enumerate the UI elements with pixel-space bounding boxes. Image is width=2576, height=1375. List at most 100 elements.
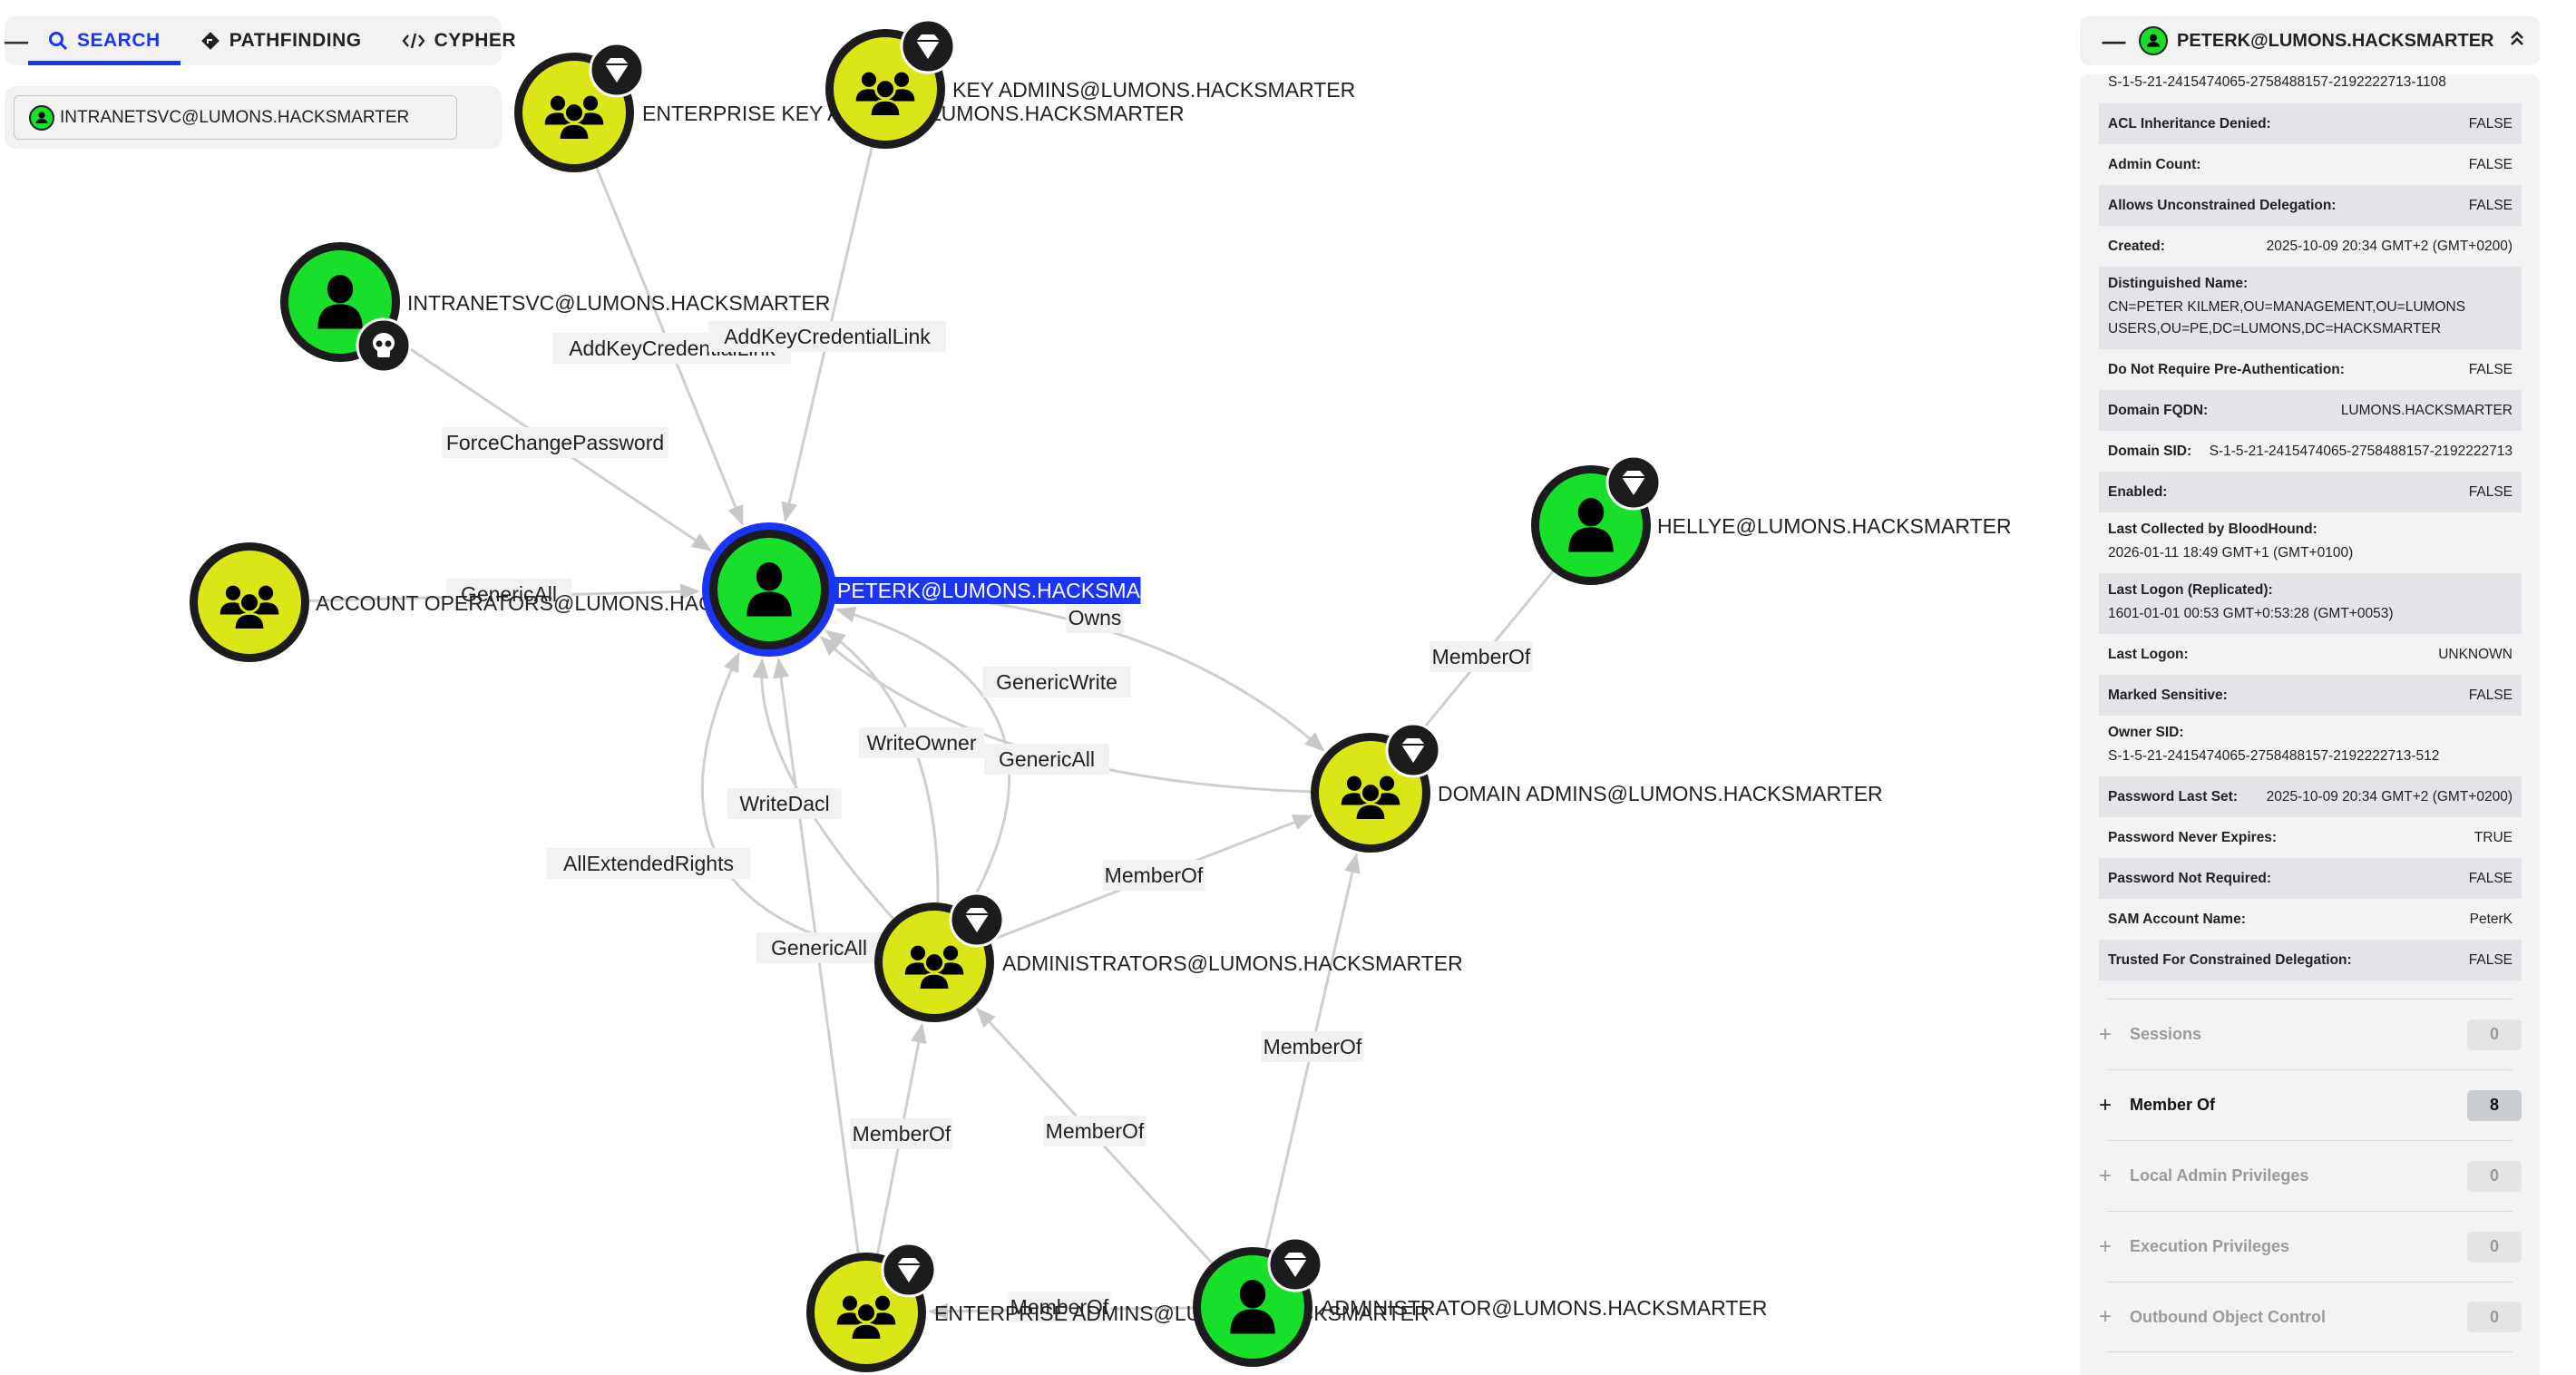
edge-label-bg [850, 1118, 953, 1149]
edge-label[interactable]: MemberOf [1010, 1295, 1109, 1319]
group-icon [544, 95, 604, 141]
node-da[interactable]: DOMAIN ADMINS@LUMONS.HACKSMARTER [1311, 722, 1883, 853]
minimize-panel-button[interactable]: — [2102, 26, 2126, 54]
tab-pathfinding[interactable]: PATHFINDING [181, 16, 382, 65]
property-key: Last Logon: [2108, 646, 2189, 662]
group-icon [1341, 775, 1400, 822]
node-ka[interactable]: KEY ADMINS@LUMONS.HACKSMARTER [825, 18, 1355, 149]
edge-label[interactable]: GenericAll [461, 582, 557, 606]
edge-label[interactable]: MemberOf [853, 1122, 951, 1146]
edge-label[interactable]: MemberOf [1432, 645, 1531, 668]
entity-panel-body[interactable]: S-1-5-21-2415474065-2758488157-219222271… [2080, 74, 2540, 1375]
section-label: Execution Privileges [2130, 1237, 2290, 1255]
expand-icon: + [2099, 1021, 2113, 1047]
edge-label[interactable]: AddKeyCredentialLink [724, 325, 931, 348]
node-intranetsvc[interactable]: INTRANETSVC@LUMONS.HACKSMARTER [280, 242, 830, 374]
node-label[interactable]: DOMAIN ADMINS@LUMONS.HACKSMARTER [1438, 782, 1883, 805]
gem-icon [1605, 454, 1662, 511]
node-label[interactable]: ADMINISTRATOR@LUMONS.HACKSMARTER [1321, 1296, 1767, 1320]
edge-label[interactable]: GenericWrite [996, 670, 1117, 694]
property-row: Password Last Set:2025-10-09 20:34 GMT+2… [2099, 776, 2522, 817]
edge-label[interactable]: GenericAll [999, 747, 1095, 771]
edge-addkeycredentiallink[interactable] [781, 88, 887, 522]
property-key: Admin Count: [2108, 156, 2201, 172]
edge-label[interactable]: WriteOwner [867, 731, 977, 755]
node-label[interactable]: PETERK@LUMONS.HACKSMARTER [837, 579, 1196, 602]
property-value: CN=PETER KILMER,OU=MANAGEMENT,OU=LUMONS … [2108, 299, 2466, 336]
property-row: Distinguished Name:CN=PETER KILMER,OU=MA… [2099, 267, 2522, 349]
edge-label-bg [1102, 860, 1205, 891]
edge-label[interactable]: MemberOf [1105, 863, 1204, 887]
node-administrator[interactable]: ADMINISTRATOR@LUMONS.HACKSMARTER [1193, 1236, 1767, 1367]
edge-label[interactable]: Owns [1068, 606, 1122, 629]
collapse-all-button[interactable] [2494, 29, 2540, 53]
node-hellye[interactable]: HELLYE@LUMONS.HACKSMARTER [1531, 454, 2012, 585]
user-icon [1230, 1280, 1275, 1334]
user-icon [29, 104, 54, 131]
expand-icon: + [2099, 1234, 2113, 1259]
node-label[interactable]: ADMINISTRATORS@LUMONS.HACKSMARTER [1002, 951, 1463, 975]
panel-title: PETERK@LUMONS.HACKSMARTER [2177, 30, 2494, 51]
code-icon [402, 33, 425, 49]
property-key: Created: [2108, 238, 2165, 254]
edge-memberof[interactable] [976, 1007, 1254, 1309]
edge-genericall[interactable] [773, 658, 868, 1313]
minimize-toolbar-button[interactable]: — [5, 26, 28, 54]
node-label[interactable]: INTRANETSVC@LUMONS.HACKSMARTER [407, 291, 830, 315]
node-label[interactable]: HELLYE@LUMONS.HACKSMARTER [1657, 514, 2012, 538]
search-input[interactable]: INTRANETSVC@LUMONS.HACKSMARTER [14, 95, 457, 140]
property-row: ACL Inheritance Denied:FALSE [2099, 103, 2522, 144]
tab-cypher[interactable]: CYPHER [382, 16, 537, 65]
node-label[interactable]: KEY ADMINS@LUMONS.HACKSMARTER [952, 78, 1355, 102]
edge-label-bg [1429, 641, 1533, 672]
property-value: FALSE [2468, 197, 2513, 213]
edge-label[interactable]: MemberOf [1264, 1035, 1362, 1058]
group-icon [904, 945, 964, 991]
property-row: Marked Sensitive:FALSE [2099, 675, 2522, 716]
property-row: Owner SID:S-1-5-21-2415474065-2758488157… [2099, 716, 2522, 776]
edge-genericwrite[interactable] [834, 606, 1011, 963]
property-value: UNKNOWN [2438, 646, 2513, 662]
edge-label-bg [446, 579, 571, 609]
edge-label[interactable]: GenericAll [771, 936, 867, 960]
edge-memberof[interactable] [1251, 853, 1361, 1308]
edge-addkeycredentiallink[interactable] [572, 112, 744, 526]
property-key: Domain FQDN: [2108, 402, 2209, 418]
property-row: Enabled:FALSE [2099, 472, 2522, 512]
property-value: FALSE [2468, 361, 2513, 377]
section-count: 0 [2467, 1302, 2522, 1332]
edge-label-bg [1261, 1031, 1364, 1062]
edge-label[interactable]: ForceChangePassword [446, 431, 664, 454]
property-value: FALSE [2468, 115, 2513, 132]
property-row: Password Never Expires:TRUE [2099, 817, 2522, 858]
tab-search[interactable]: SEARCH [28, 16, 181, 65]
property-row: Trusted For Constrained Delegation:FALSE [2099, 940, 2522, 980]
user-icon [2139, 26, 2168, 55]
edge-label-bg [727, 788, 842, 819]
edge-label[interactable]: MemberOf [1046, 1119, 1145, 1143]
user-icon [746, 562, 792, 617]
property-key: Password Last Set: [2108, 788, 2238, 805]
section-sessions[interactable]: + Sessions 0 [2099, 999, 2522, 1069]
property-value: FALSE [2468, 687, 2513, 703]
edge-writeowner[interactable] [825, 629, 940, 963]
edge-label-bg [859, 727, 984, 758]
property-value: FALSE [2468, 156, 2513, 172]
edge-label[interactable]: WriteDacl [739, 792, 829, 815]
section-count: 0 [2467, 1019, 2522, 1050]
skull-icon [356, 317, 412, 374]
node-admins[interactable]: ADMINISTRATORS@LUMONS.HACKSMARTER [874, 892, 1463, 1022]
gem-icon [1267, 1236, 1323, 1292]
property-row: Allows Unconstrained Delegation:FALSE [2099, 185, 2522, 226]
edge-label[interactable]: AllExtendedRights [563, 852, 734, 875]
section-label: Sessions [2130, 1025, 2202, 1043]
node-ea[interactable]: ENTERPRISE ADMINS@LUMONS.HACKSMARTER [806, 1242, 1429, 1372]
node-peterk[interactable]: PETERK@LUMONS.HACKSMARTER [702, 522, 1196, 657]
node-label[interactable]: ENTERPRISE ADMINS@LUMONS.HACKSMARTER [934, 1302, 1429, 1325]
